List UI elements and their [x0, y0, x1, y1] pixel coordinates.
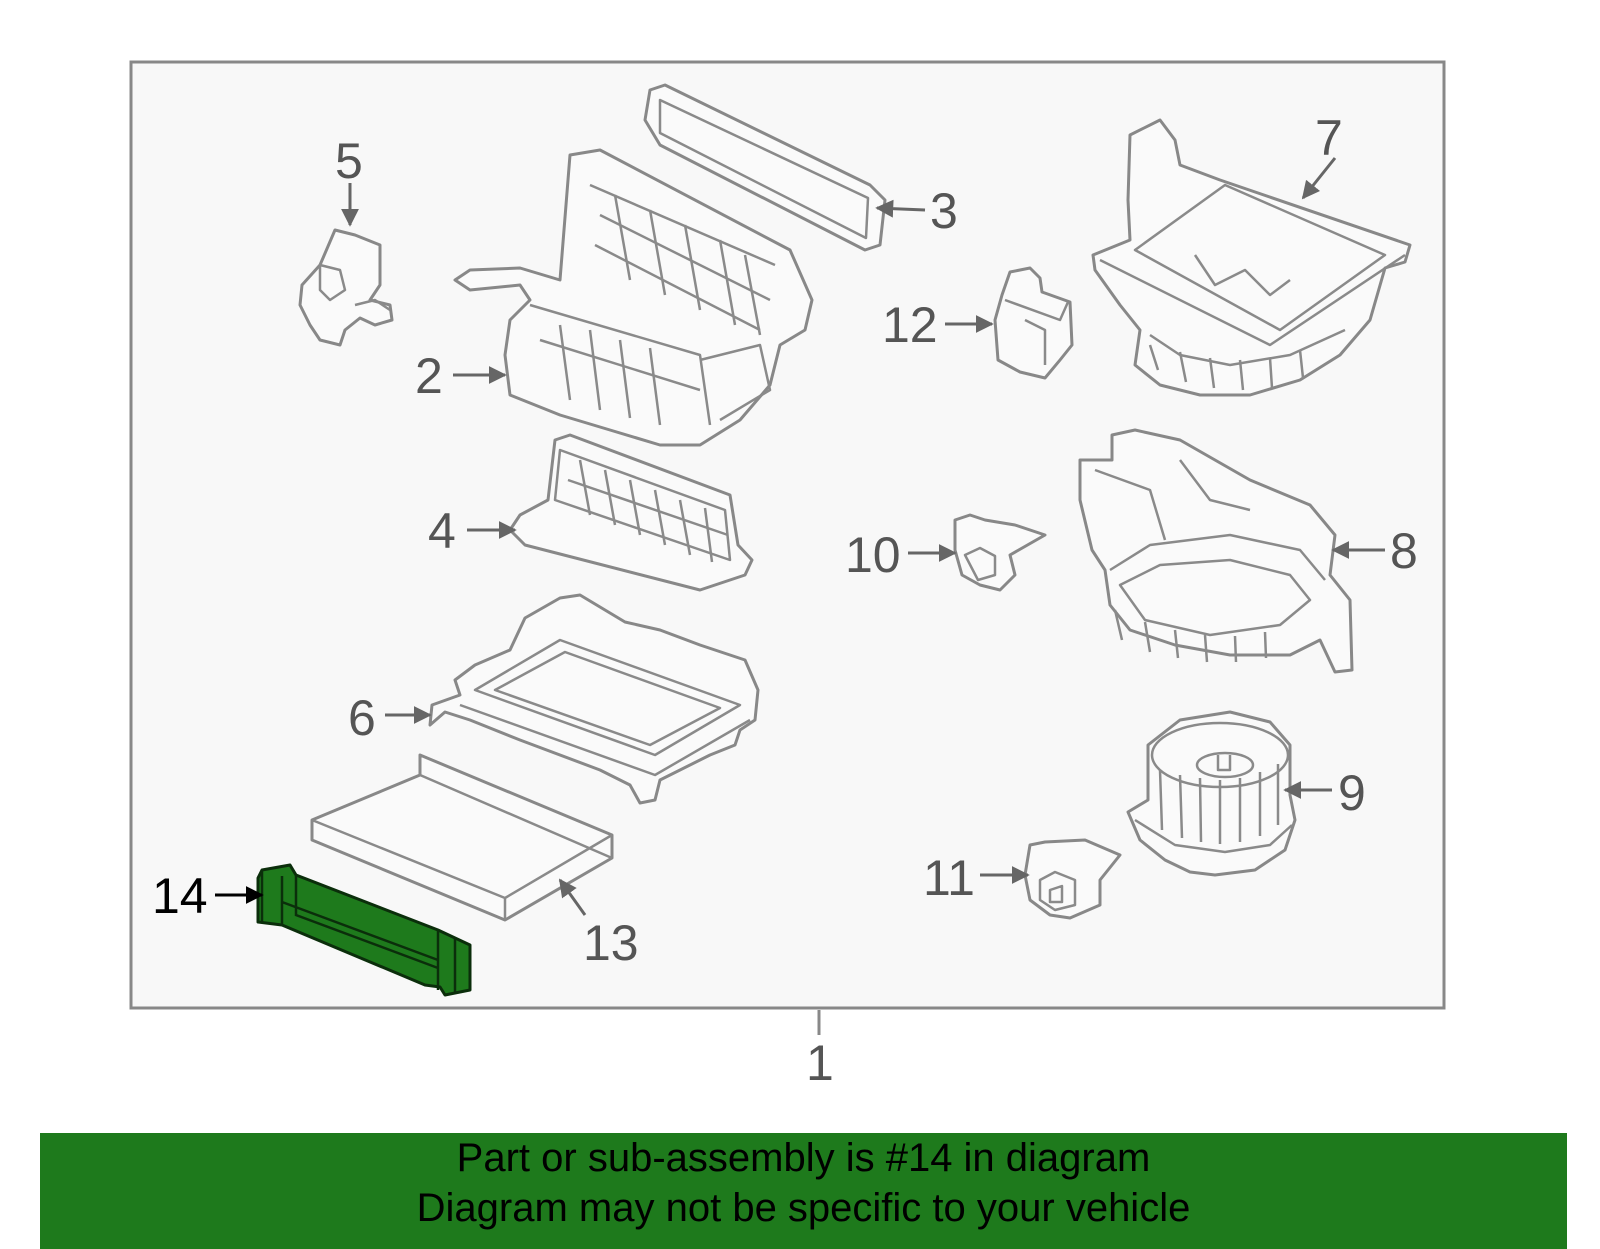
- callout-7: 7: [1315, 110, 1343, 166]
- callout-3-leader: [875, 199, 926, 218]
- banner-line-2: Diagram may not be specific to your vehi…: [416, 1186, 1191, 1230]
- part-8-blower-case-lower[interactable]: [1078, 428, 1354, 674]
- part-9-blower-motor[interactable]: [1126, 710, 1297, 877]
- callout-8: 8: [1390, 523, 1418, 579]
- callout-3: 3: [930, 183, 958, 239]
- part-3-gasket[interactable]: [643, 83, 887, 252]
- callout-13-leader: [558, 878, 587, 916]
- part-12-resistor[interactable]: [993, 266, 1074, 380]
- part-2-hvac-housing[interactable]: [453, 148, 814, 447]
- callout-10: 10: [845, 527, 901, 583]
- info-banner: Part or sub-assembly is #14 in diagram D…: [40, 1133, 1567, 1249]
- callout-2: 2: [415, 348, 443, 404]
- part-10-sensor[interactable]: [953, 513, 1047, 592]
- callout-6: 6: [348, 690, 376, 746]
- callout-1: 1: [806, 1035, 834, 1091]
- part-11-module[interactable]: [1023, 838, 1122, 920]
- callout-5: 5: [335, 133, 363, 189]
- part-4-evaporator[interactable]: [508, 433, 754, 592]
- part-7-blower-case-upper[interactable]: [1091, 118, 1412, 397]
- callout-4: 4: [428, 503, 456, 559]
- callout-13: 13: [583, 915, 639, 971]
- callout-7-leader: [1301, 157, 1337, 200]
- callout-11: 11: [923, 850, 975, 906]
- part-13-cabin-filter[interactable]: [310, 753, 614, 922]
- part-6-filter-housing[interactable]: [428, 593, 760, 805]
- banner-line-1: Part or sub-assembly is #14 in diagram: [456, 1136, 1151, 1180]
- callout-9: 9: [1338, 765, 1366, 821]
- callout-14: 14: [152, 868, 208, 924]
- callout-12: 12: [882, 297, 938, 353]
- part-5-actuator[interactable]: [298, 228, 394, 347]
- parts-diagram: 1 2 3 4 5 6 7 8 9 10 11 12 13 14: [129, 60, 1446, 1091]
